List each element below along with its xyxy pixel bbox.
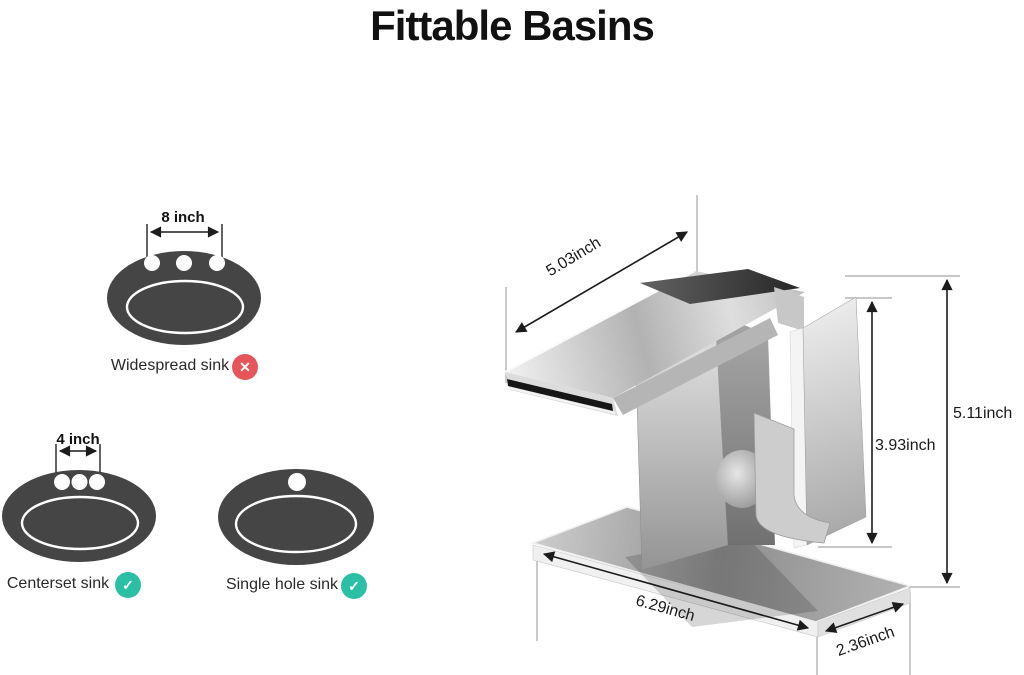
sink-basin-outline xyxy=(234,494,358,554)
plate-depth-arrow xyxy=(824,602,905,633)
spout-waterfall-slot xyxy=(507,379,613,411)
faucet-hole xyxy=(89,474,105,490)
plate-length-arrow xyxy=(542,551,810,631)
handle-hook xyxy=(753,412,831,544)
plate-depth-label: 2.36inch xyxy=(834,624,897,660)
centerset-sink-label: Centerset sink xyxy=(6,575,110,592)
x-icon: ✕ xyxy=(239,359,251,375)
page-title: Fittable Basins xyxy=(370,2,655,49)
spout-top-face xyxy=(505,271,805,398)
compatible-badge: ✓ xyxy=(341,573,367,599)
faucet-dimension-drawing: 5.03inch 5.11inch 3.93inch 6.29inch 2.36… xyxy=(504,195,1012,675)
sink-rim-oval xyxy=(107,251,261,345)
waterfall-spout xyxy=(504,270,805,416)
faucet-hole xyxy=(176,255,192,271)
handle-height-label: 3.93inch xyxy=(875,437,936,454)
faucet-handle xyxy=(716,287,867,549)
check-icon: ✓ xyxy=(122,577,134,593)
spout-length-arrow xyxy=(515,231,688,333)
single-hole-sink-label: Single hole sink xyxy=(225,576,339,593)
check-icon: ✓ xyxy=(348,578,360,594)
faucet-hole xyxy=(144,255,160,271)
faucet-hole xyxy=(288,473,306,491)
faucet-hole xyxy=(54,474,70,490)
handle-back-plate xyxy=(774,287,804,331)
faucet-hole xyxy=(209,255,225,271)
centerset-sink-diagram: 4 inch xyxy=(2,431,156,562)
sink-rim-oval xyxy=(218,469,374,565)
handle-blade-face xyxy=(802,296,867,546)
incompatible-badge: ✕ xyxy=(232,354,258,380)
overall-height-label: 5.11inch xyxy=(953,405,1012,422)
sink-basin-outline xyxy=(20,495,140,551)
single-hole-sink-diagram xyxy=(218,469,374,565)
faucet-hole xyxy=(71,474,88,490)
widespread-sink-diagram: 8 inch xyxy=(107,209,261,345)
hole-spacing-label: 8 inch xyxy=(161,209,204,226)
compatible-badge: ✓ xyxy=(115,572,141,598)
sink-rim-oval xyxy=(2,470,156,562)
widespread-sink-label: Widespread sink xyxy=(110,357,230,374)
sink-basin-outline xyxy=(125,279,245,335)
hole-spacing-label: 4 inch xyxy=(56,431,99,448)
spout-side-edge xyxy=(613,318,778,415)
spout-length-label: 5.03inch xyxy=(543,234,604,280)
spout-lip-highlight xyxy=(508,387,616,414)
